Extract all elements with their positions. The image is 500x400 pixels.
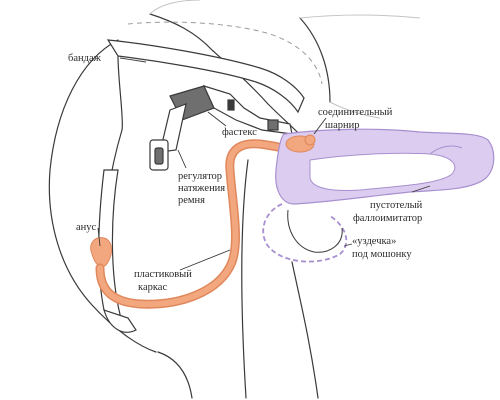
label-bridle-2: под мошонку — [352, 249, 412, 260]
anus-marker — [90, 237, 112, 268]
bandage-strap — [106, 21, 323, 131]
scrotum-outline — [287, 209, 343, 253]
label-fastex: фастекс — [222, 127, 257, 138]
phallus — [275, 128, 495, 205]
plastic-frame — [95, 139, 295, 309]
label-regulator-1: регулятор — [178, 171, 222, 182]
scrotum-bridle — [262, 203, 348, 263]
label-phallus-1: пустотелый — [370, 200, 423, 211]
leader-lines — [97, 57, 431, 271]
label-phallus-2: фаллоимитатор — [353, 213, 422, 224]
label-frame-2: каркас — [138, 282, 167, 293]
light-outlines — [149, 0, 421, 119]
hinge — [285, 134, 316, 153]
label-frame-1: пластиковый — [134, 269, 192, 280]
label-hinge-1: соединительный — [318, 107, 393, 118]
label-bandage: бандаж — [68, 53, 102, 64]
strap-regulator — [149, 103, 187, 171]
body-silhouette — [48, 13, 331, 399]
label-bridle-1: «уздечка» — [352, 236, 396, 247]
label-regulator-3: ремня — [178, 195, 205, 206]
label-hinge-2: шарнир — [325, 120, 359, 131]
label-regulator-2: натяжения — [178, 183, 225, 194]
label-anus: анус — [76, 222, 97, 233]
